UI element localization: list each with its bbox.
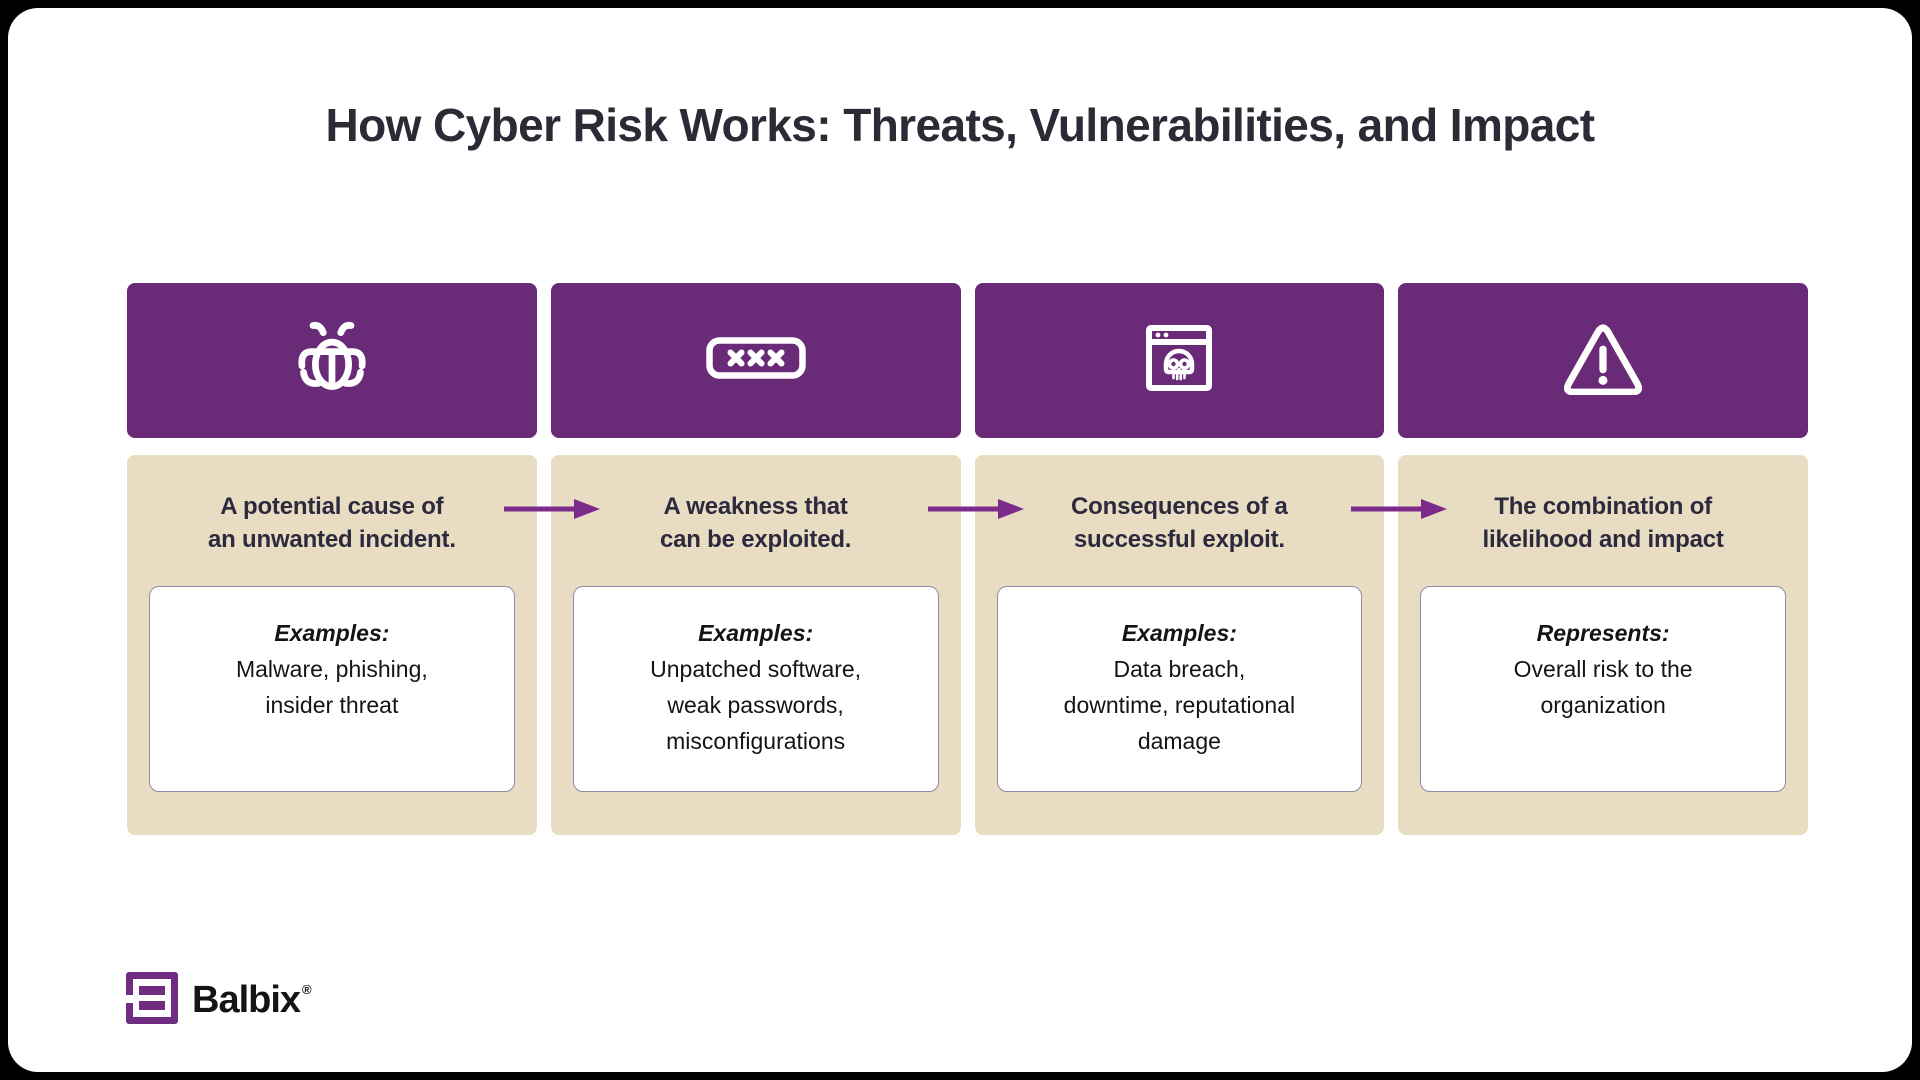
impact-panel: Consequences of a successful exploit. Ex… <box>974 455 1385 835</box>
flow-arrow-impact-to-risk <box>1351 499 1447 519</box>
risk-header-band <box>1398 283 1808 438</box>
vulnerability-header-band <box>550 283 961 438</box>
column-threat: A potential cause of an unwanted inciden… <box>127 283 537 835</box>
password-icon <box>705 337 806 384</box>
registered-trademark: ® <box>302 982 312 997</box>
column-impact: Consequences of a successful exploit. Ex… <box>974 283 1385 835</box>
risk-panel: The combination of likelihood and impact… <box>1398 455 1808 835</box>
balbix-logo-icon <box>126 972 178 1029</box>
infographic-card: How Cyber Risk Works: Threats, Vulnerabi… <box>8 8 1912 1072</box>
columns-row: A potential cause of an unwanted inciden… <box>127 283 1808 835</box>
threat-examples-card: Examples: Malware, phishing, insider thr… <box>149 586 515 792</box>
vulnerability-panel: A weakness that can be exploited. Exampl… <box>550 455 961 835</box>
examples-label: Examples: <box>698 620 814 646</box>
vulnerability-headline: A weakness that can be exploited. <box>659 493 852 553</box>
page-title: How Cyber Risk Works: Threats, Vulnerabi… <box>325 99 1595 151</box>
threat-headline: A potential cause of an unwanted inciden… <box>207 493 456 553</box>
bug-icon <box>292 320 372 401</box>
flow-arrow-threat-to-vulnerability <box>504 499 600 519</box>
flow-arrow-vulnerability-to-impact <box>928 499 1024 519</box>
browser-skull-icon <box>1145 324 1213 397</box>
threat-header-band <box>127 283 537 438</box>
column-risk: The combination of likelihood and impact… <box>1398 283 1808 835</box>
risk-headline: The combination of likelihood and impact <box>1482 493 1724 553</box>
represents-label: Represents: <box>1536 620 1670 646</box>
impact-examples-card: Examples: Data breach, downtime, reputat… <box>996 586 1363 792</box>
brand-logo: Balbix® <box>126 972 312 1029</box>
examples-label: Examples: <box>274 620 390 646</box>
threat-panel: A potential cause of an unwanted inciden… <box>127 455 537 835</box>
impact-headline: Consequences of a successful exploit. <box>1071 493 1288 553</box>
impact-header-band <box>974 283 1385 438</box>
brand-name: Balbix® <box>192 979 312 1021</box>
vulnerability-examples-card: Examples: Unpatched software, weak passw… <box>572 586 939 792</box>
column-vulnerability: A weakness that can be exploited. Exampl… <box>550 283 961 835</box>
risk-represents-card: Represents: Overall risk to the organiza… <box>1420 586 1786 792</box>
warning-triangle-icon <box>1562 321 1644 400</box>
examples-label: Examples: <box>1121 620 1237 646</box>
